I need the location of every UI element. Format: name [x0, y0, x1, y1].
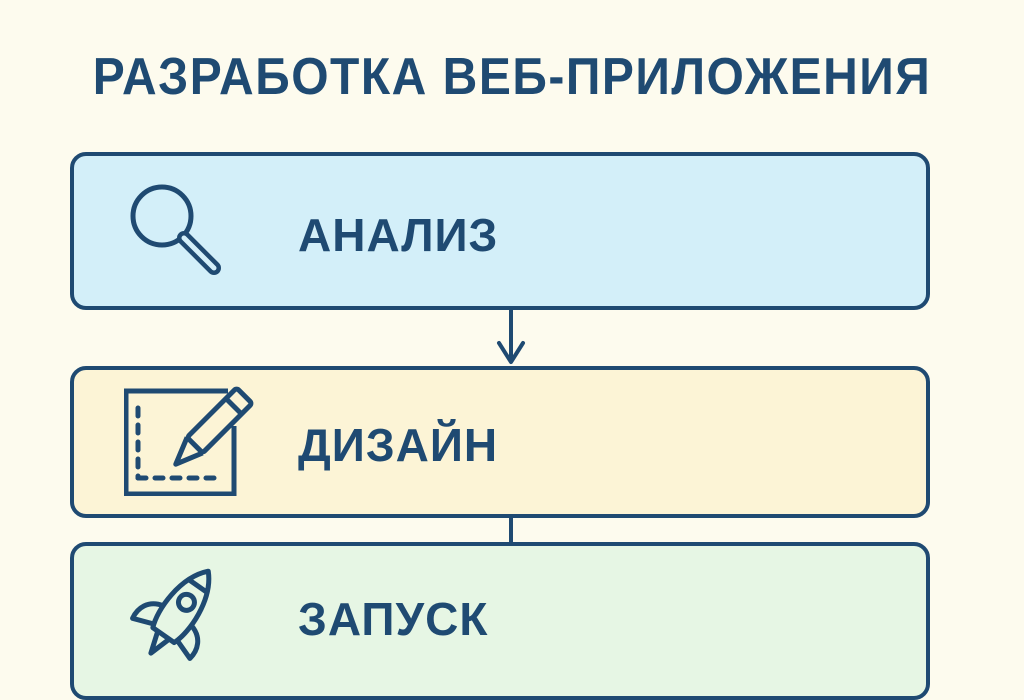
step-label: ЗАПУСК	[298, 593, 489, 645]
rocket-icon	[124, 558, 234, 673]
diagram-title: РАЗРАБОТКА ВЕБ-ПРИЛОЖЕНИЯ	[92, 48, 932, 107]
step-launch: ЗАПУСК	[70, 542, 930, 700]
step-analysis: АНАЛИЗ	[70, 152, 930, 310]
pencil-sketch-icon	[123, 386, 254, 501]
arrow-connector	[509, 310, 513, 360]
arrow-head-icon	[497, 341, 525, 364]
line-connector	[509, 518, 513, 546]
magnifying-glass-icon	[124, 180, 234, 295]
step-label: ДИЗАЙН	[298, 419, 499, 471]
step-design: ДИЗАЙН	[70, 366, 930, 518]
step-label: АНАЛИЗ	[298, 209, 499, 261]
